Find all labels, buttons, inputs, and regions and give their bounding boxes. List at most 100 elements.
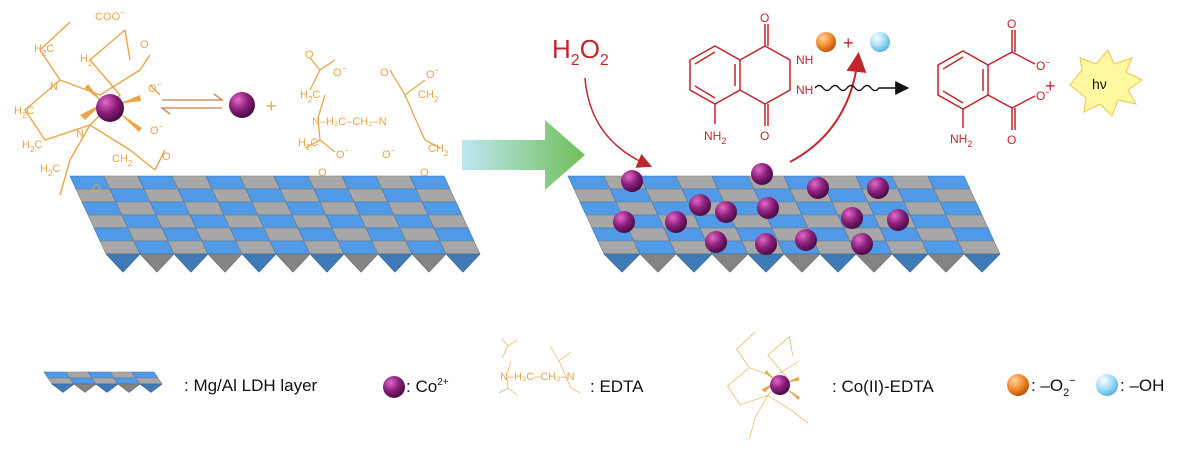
ldh-left-tile-22 bbox=[81, 201, 123, 216]
plus-top: + bbox=[843, 33, 854, 53]
ldh-right-tile-42 bbox=[909, 214, 953, 229]
ldh-left-tile-41 bbox=[359, 214, 401, 229]
edta-o-right1: O bbox=[380, 67, 389, 79]
ldh-left-tile-39 bbox=[291, 214, 333, 229]
ldh-right-tile-61 bbox=[813, 240, 857, 255]
ldh-right-tile-55 bbox=[597, 240, 641, 255]
ldh-left-tile-49 bbox=[263, 227, 305, 242]
edta-ch2-right: CH2 bbox=[418, 89, 439, 104]
adsorbed-cobalt-11 bbox=[705, 231, 727, 253]
legend-ldh-front-4 bbox=[139, 383, 163, 393]
ldh-right-tile-63 bbox=[885, 240, 929, 255]
ldh-left-tile-55 bbox=[99, 240, 141, 255]
ldh-left-tile-7 bbox=[307, 175, 349, 190]
legend-ldh-icon bbox=[43, 371, 163, 393]
ldh-left-tile-17 bbox=[279, 188, 321, 203]
ldh-right-tile-15 bbox=[717, 188, 761, 203]
ldh-left-front-1 bbox=[139, 253, 175, 273]
legend-ldh-tile-6 bbox=[69, 377, 97, 385]
ldh-right-tile-4 bbox=[711, 175, 755, 190]
ldh-left-tile-58 bbox=[201, 240, 243, 255]
luminol-o-bottom: O bbox=[760, 129, 769, 143]
ldh-left-front-2 bbox=[173, 253, 209, 273]
adsorbed-cobalt-5 bbox=[665, 211, 687, 233]
legend-ldh-label: : Mg/Al LDH layer bbox=[184, 376, 318, 395]
release-arrow-icon bbox=[789, 52, 867, 163]
ldh-layer-right bbox=[567, 175, 1001, 273]
aminophthalate-structure bbox=[937, 30, 1036, 130]
ldh-left-tile-24 bbox=[149, 201, 191, 216]
edta-o-right3: O− bbox=[382, 146, 396, 161]
luminol-o-top: O bbox=[760, 11, 769, 25]
adsorbed-cobalt-2 bbox=[807, 177, 829, 199]
ldh-left-tile-35 bbox=[155, 214, 197, 229]
legend-superoxide-icon bbox=[1007, 374, 1029, 396]
edta-o-bottom1: O− bbox=[336, 146, 350, 161]
ldh-left-tile-61 bbox=[303, 240, 345, 255]
luminol-nh-2: NH bbox=[796, 83, 813, 97]
ldh-left-tile-8 bbox=[341, 175, 383, 190]
legend-ldh-tile-1 bbox=[65, 371, 93, 379]
free-cobalt-ion bbox=[229, 92, 255, 118]
product-nh2: NH2 bbox=[950, 132, 972, 149]
ldh-left-tile-38 bbox=[257, 214, 299, 229]
ldh-left-tile-5 bbox=[239, 175, 281, 190]
ldh-left-tile-54 bbox=[433, 227, 475, 242]
ldh-right-tile-39 bbox=[801, 214, 845, 229]
complex-h2-label: H2 bbox=[80, 53, 93, 68]
ldh-right-front-5 bbox=[783, 253, 821, 273]
ldh-left-tile-42 bbox=[393, 214, 435, 229]
product-o-minus-1: O− bbox=[1036, 58, 1050, 73]
ldh-left-tile-14 bbox=[177, 188, 219, 203]
ldh-left-front-8 bbox=[377, 253, 413, 273]
ldh-left-front-7 bbox=[343, 253, 379, 273]
adsorbed-cobalt-8 bbox=[757, 197, 779, 219]
complex-h2c4-label: H2C bbox=[40, 163, 60, 178]
h2o2-arrow-icon bbox=[584, 77, 653, 168]
ldh-left-tile-45 bbox=[127, 227, 169, 242]
adsorbed-cobalt-10 bbox=[887, 209, 909, 231]
ldh-right-front-0 bbox=[603, 253, 641, 273]
edta-h2c-top: H2C bbox=[300, 89, 320, 104]
ldh-left-tile-10 bbox=[409, 175, 451, 190]
cobalt-ion-in-complex bbox=[96, 94, 124, 122]
ldh-right-front-7 bbox=[855, 253, 893, 273]
ldh-left-tile-26 bbox=[217, 201, 259, 216]
ldh-left-tile-20 bbox=[381, 188, 423, 203]
legend-ldh-tile-8 bbox=[113, 377, 141, 385]
big-process-arrow-icon bbox=[462, 120, 585, 190]
ldh-right-tile-13 bbox=[645, 188, 689, 203]
complex-coo-label: COO− bbox=[95, 8, 125, 23]
adsorbed-cobalt-14 bbox=[851, 233, 873, 255]
ldh-left-tile-33 bbox=[87, 214, 129, 229]
light-burst-icon bbox=[1069, 49, 1143, 117]
ldh-right-tile-56 bbox=[633, 240, 677, 255]
ldh-left-tile-53 bbox=[399, 227, 441, 242]
ldh-left-tile-57 bbox=[167, 240, 209, 255]
edta-o-right2: O− bbox=[426, 66, 440, 81]
ldh-left-tile-46 bbox=[161, 227, 203, 242]
ldh-left-tile-37 bbox=[223, 214, 265, 229]
ldh-right-front-3 bbox=[711, 253, 749, 273]
legend-ldh-front-1 bbox=[73, 383, 97, 393]
ldh-right-tile-31 bbox=[903, 201, 947, 216]
ldh-left-tile-65 bbox=[439, 240, 481, 255]
superoxide-radical bbox=[816, 32, 836, 52]
ldh-left-tile-32 bbox=[421, 201, 463, 216]
plus-left: + bbox=[266, 96, 277, 116]
complex-n1-label: N bbox=[50, 81, 58, 93]
ldh-left-tile-51 bbox=[331, 227, 373, 242]
ldh-left-tile-27 bbox=[251, 201, 293, 216]
ldh-right-tile-64 bbox=[921, 240, 965, 255]
complex-h2c2-label: H2C bbox=[14, 105, 34, 120]
ldh-right-tile-20 bbox=[897, 188, 941, 203]
ldh-left-tile-62 bbox=[337, 240, 379, 255]
complex-o1-label: O bbox=[140, 39, 149, 51]
ldh-left-tile-52 bbox=[365, 227, 407, 242]
ldh-right-tile-11 bbox=[573, 188, 617, 203]
legend-co-edta-cobalt bbox=[770, 375, 790, 395]
edta-h2c-bottom: H2C bbox=[298, 137, 318, 152]
complex-n2-label: N bbox=[76, 128, 84, 140]
legend-ldh-tile-0 bbox=[43, 371, 71, 379]
ldh-right-tile-28 bbox=[795, 201, 839, 216]
